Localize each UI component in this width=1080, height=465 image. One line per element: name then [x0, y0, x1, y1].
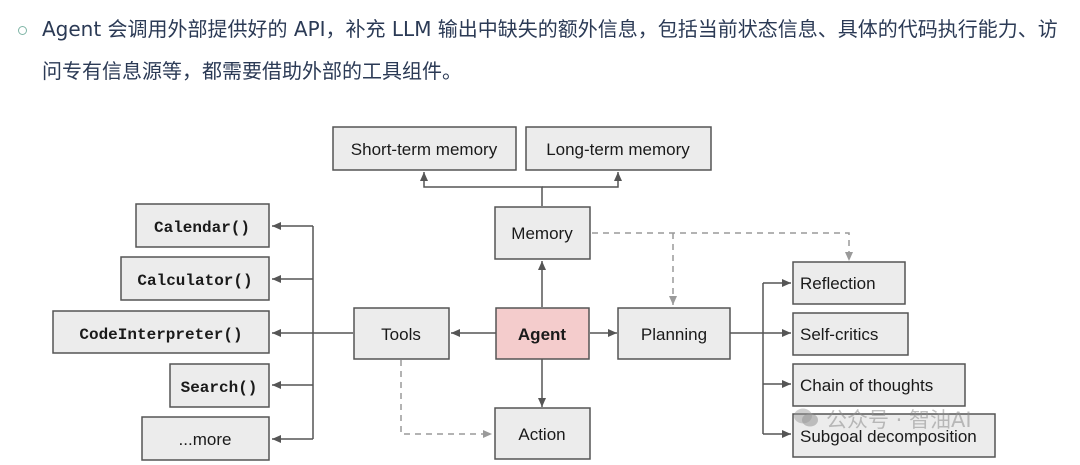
short-term-memory-label: Short-term memory [351, 140, 498, 159]
self-critics-box: Self-critics [792, 312, 909, 356]
self-critics-label: Self-critics [800, 325, 878, 344]
tools-label: Tools [381, 325, 421, 344]
subgoal-decomposition-label: Subgoal decomposition [800, 427, 977, 446]
search-label: Search() [181, 379, 258, 397]
calculator-box: Calculator() [120, 256, 270, 301]
planning-box: Planning [617, 307, 731, 360]
code-interpreter-label: CodeInterpreter() [79, 326, 242, 344]
long-term-memory-label: Long-term memory [546, 140, 690, 159]
dashed-edges [400, 232, 853, 438]
edge-planning-spine [730, 283, 764, 434]
memory-box: Memory [494, 206, 591, 260]
more-box: ...more [141, 416, 270, 461]
edges [272, 172, 791, 443]
memory-label: Memory [511, 224, 573, 243]
calendar-box: Calendar() [135, 203, 270, 248]
long-term-memory-box: Long-term memory [525, 126, 712, 171]
bullet-circle-icon [18, 26, 27, 35]
edge-memory-to-memory-types [420, 172, 543, 206]
chain-of-thoughts-label: Chain of thoughts [800, 376, 933, 395]
short-term-memory-box: Short-term memory [332, 126, 517, 171]
more-label: ...more [179, 430, 232, 449]
search-box: Search() [169, 363, 270, 408]
reflection-label: Reflection [800, 274, 876, 293]
agent-box: Agent [495, 307, 590, 360]
edge-memory-to-long-term [542, 172, 622, 188]
calculator-label: Calculator() [137, 272, 252, 290]
agent-label: Agent [518, 325, 567, 344]
action-box: Action [494, 407, 591, 460]
bullet-text: Agent 会调用外部提供好的 API，补充 LLM 输出中缺失的额外信息，包括… [42, 17, 1058, 83]
reflection-box: Reflection [792, 261, 906, 305]
watermark-text: 公众号 · 智油AI [826, 408, 972, 432]
subgoal-decomposition-box: Subgoal decomposition [792, 413, 996, 458]
edge-tools-spine [312, 226, 353, 439]
action-label: Action [518, 425, 565, 444]
wechat-icon [794, 408, 818, 427]
planning-label: Planning [641, 325, 707, 344]
dashed-memory-to-reflection [592, 232, 853, 261]
code-interpreter-box: CodeInterpreter() [52, 310, 270, 354]
dashed-tools-to-action [400, 360, 492, 438]
calendar-label: Calendar() [154, 219, 250, 237]
tools-box: Tools [353, 307, 450, 360]
chain-of-thoughts-box: Chain of thoughts [792, 363, 966, 407]
